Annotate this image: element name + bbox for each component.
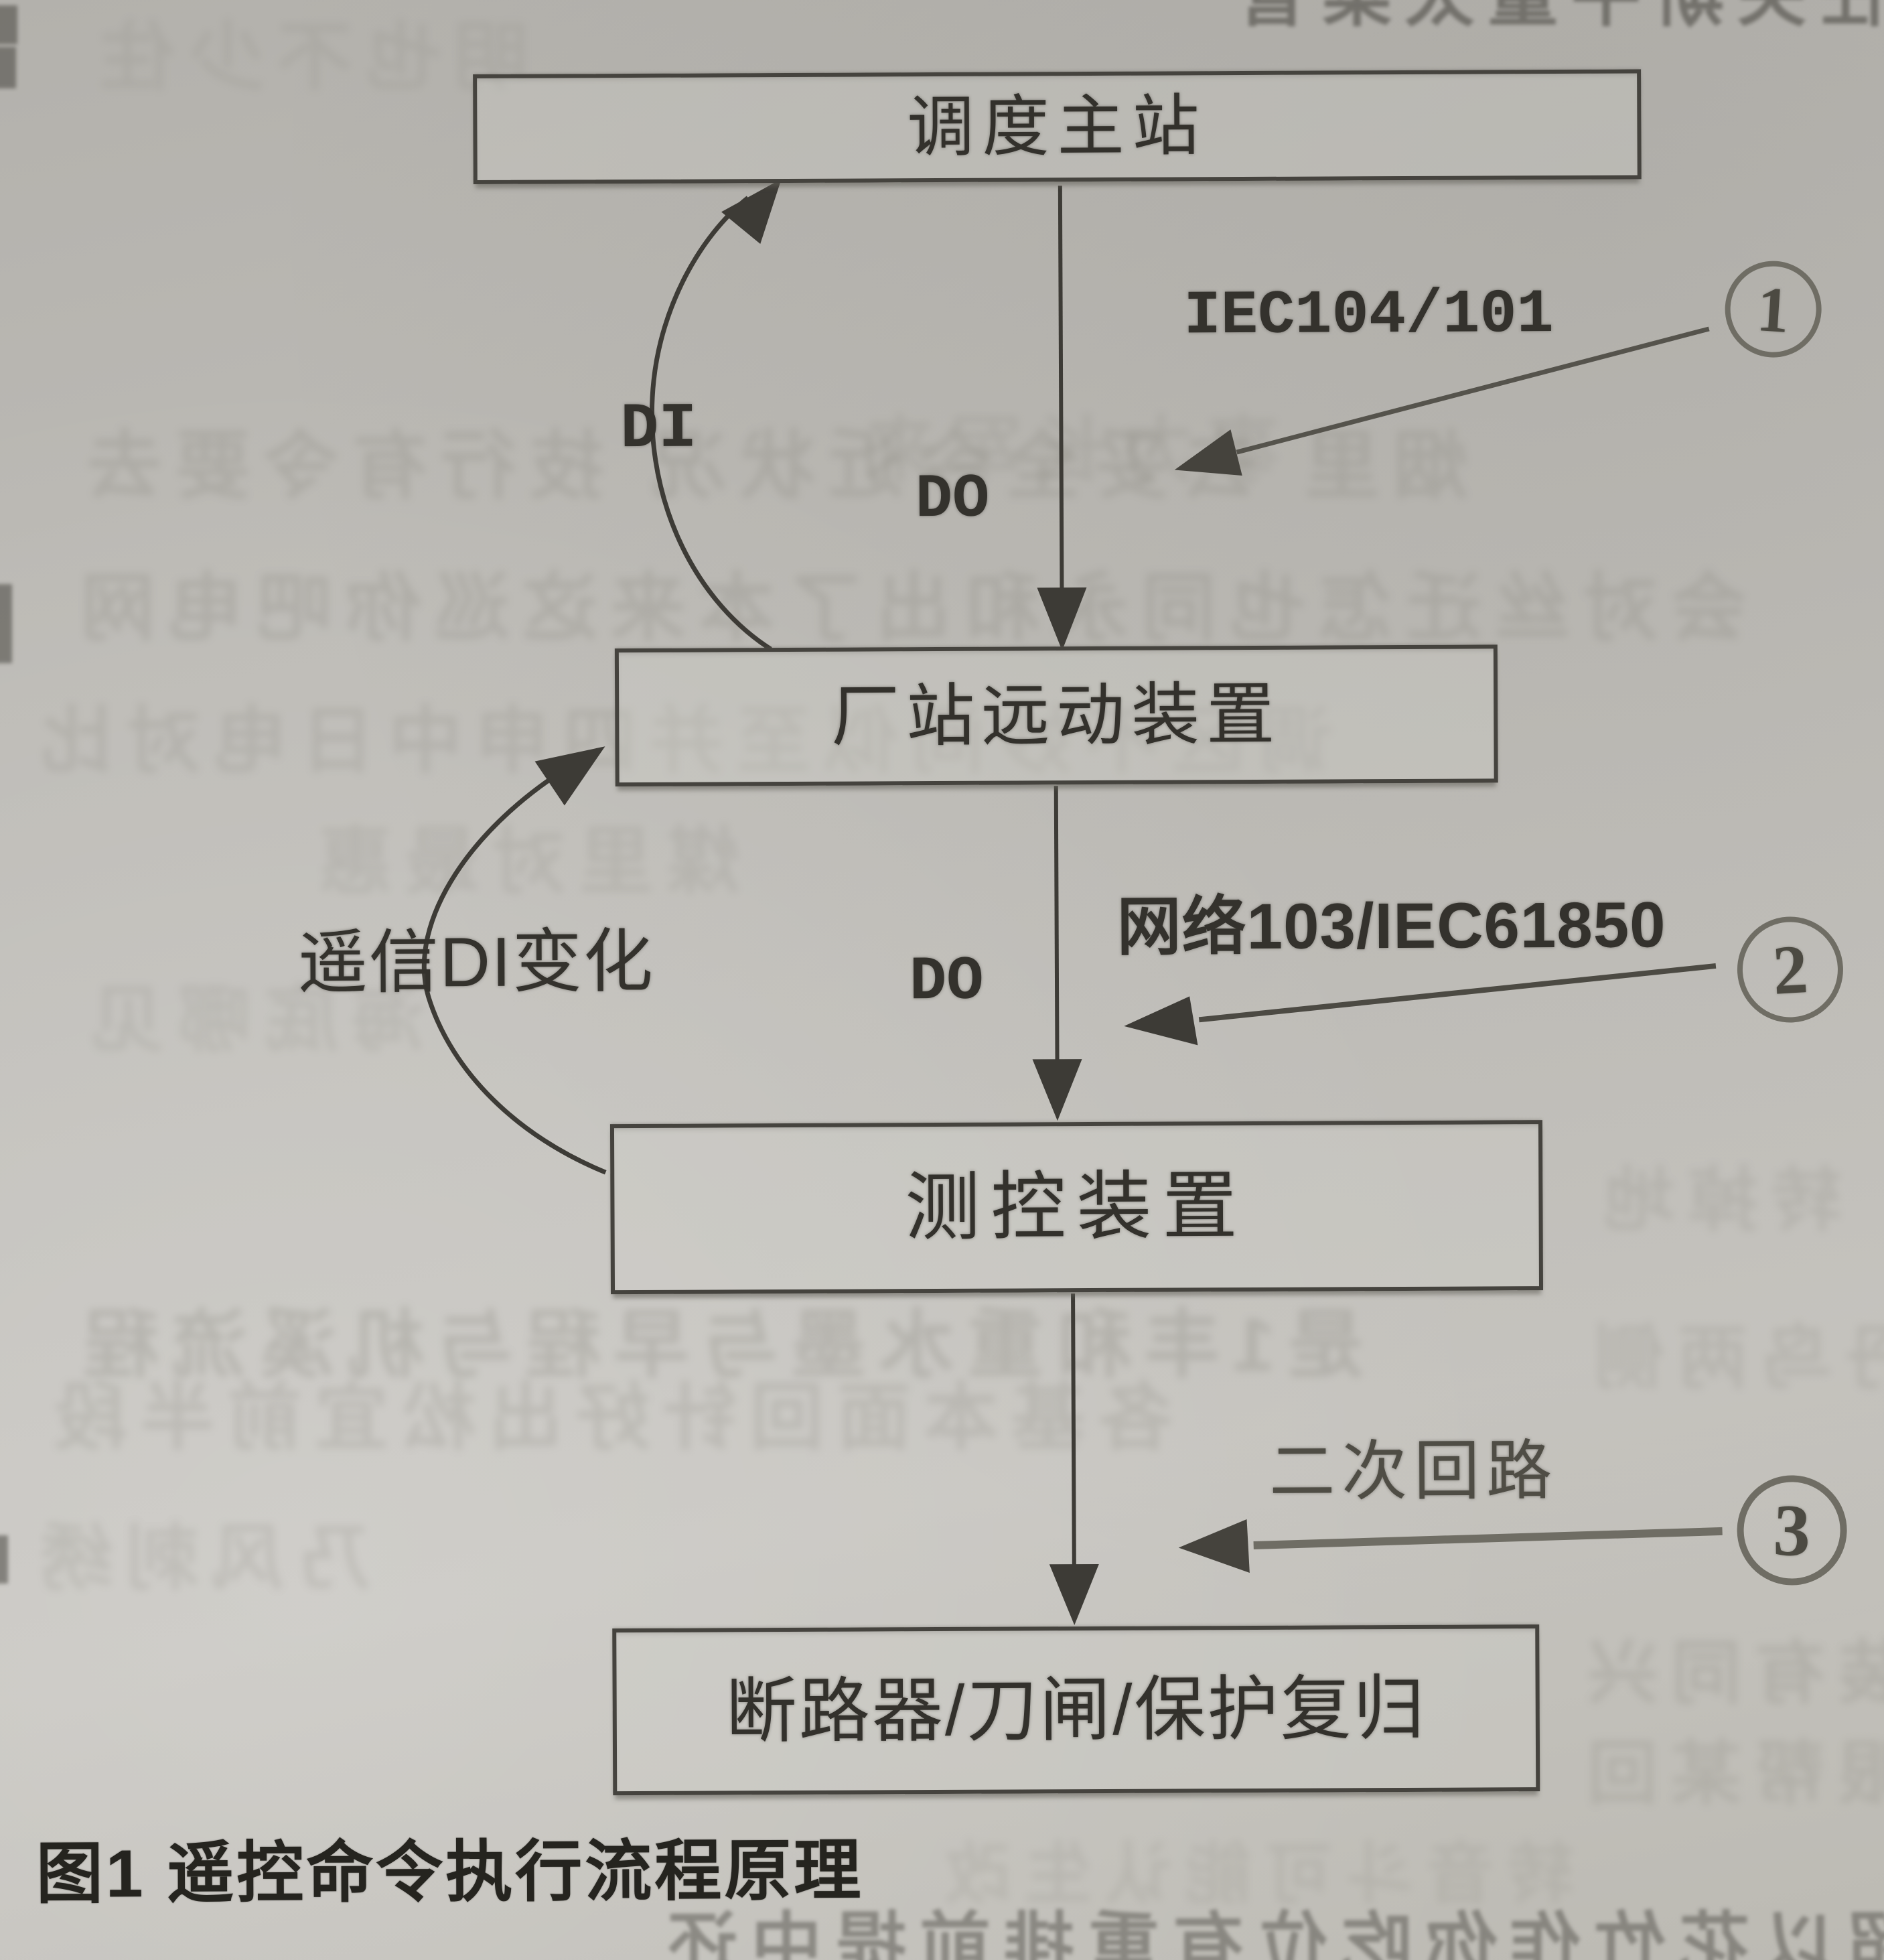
arrowhead-left-icon [1124,996,1198,1046]
arrowhead-left-icon [1178,1519,1250,1573]
arrowhead-down-icon [1037,587,1087,651]
callout-number: 2 [1770,930,1810,1009]
arrowhead-up-right-icon [721,179,782,244]
page-edge-ink-mark [0,584,12,663]
page-edge-ink-mark [0,47,16,88]
label-protocol-net103-iec61850: 网络103/IEC61850 [1116,889,1666,963]
node-label: 厂站远动装置 [831,676,1282,755]
node-measurement-control-device: 测控装置 [609,1120,1544,1295]
callout-3-badge: 3 [1735,1474,1849,1587]
callout-number: 1 [1755,272,1792,346]
arrowhead-down-icon [1049,1563,1099,1626]
label-do-2: DO [909,946,984,1018]
label-telesignal-di-change: 遥信DI变化 [297,922,655,1003]
callout-1-badge: 1 [1722,258,1825,361]
node-label: 断路器/刀闸/保护复归 [725,1669,1427,1751]
callout-2-badge: 2 [1734,914,1846,1026]
callout-3-pointer [1253,1527,1723,1549]
node-breaker-switch-protection-reset: 断路器/刀闸/保护复归 [612,1624,1540,1796]
edge-master-to-rtu [1058,186,1064,591]
node-dispatch-master-station: 调度主站 [473,69,1642,185]
figure-caption: 图1 遥控命令执行流程原理 [35,1833,864,1912]
node-station-rtu: 厂站远动装置 [614,644,1498,787]
callout-2-pointer [1198,963,1717,1023]
label-protocol-iec104-101: IEC104/101 [1183,279,1554,352]
node-label: 调度主站 [907,88,1208,165]
page-edge-ink-mark [0,1535,8,1584]
node-label: 测控装置 [905,1164,1248,1250]
arrowhead-up-right-icon [534,746,605,806]
label-do-1: DO [915,464,990,535]
arrowhead-down-icon [1032,1059,1082,1121]
arrowhead-left-icon [1174,429,1242,476]
edge-rtu-to-mcu [1054,786,1060,1064]
label-di: DI [620,393,697,466]
page-edge-ink-mark [0,5,17,44]
callout-number: 3 [1772,1488,1812,1571]
edge-mcu-to-breaker [1071,1293,1076,1569]
label-secondary-circuit: 二次回路 [1269,1433,1559,1509]
